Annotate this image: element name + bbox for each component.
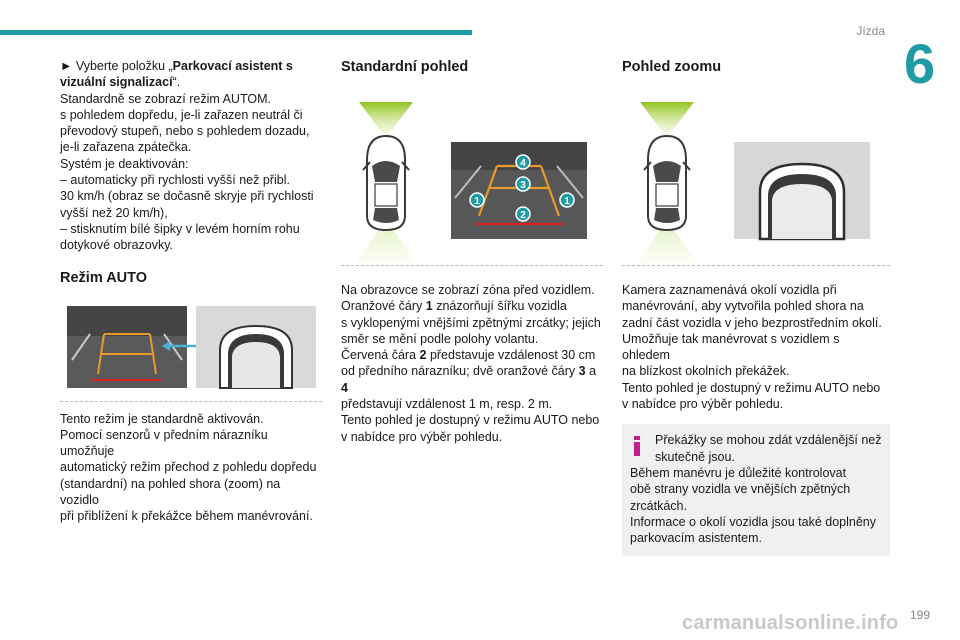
svg-text:1: 1 — [564, 196, 570, 207]
info-note-box: Překážky se mohou zdát vzdálenější než s… — [622, 424, 890, 557]
figure-standard-view: 4 3 1 1 2 — [341, 80, 603, 266]
column-right: Pohled zoomu — [622, 58, 890, 557]
page-number: 199 — [909, 608, 930, 622]
chapter-number: 6 — [904, 32, 936, 95]
marker-1-left-icon: 1 — [469, 192, 485, 208]
car-top-view-icon — [643, 134, 691, 232]
svg-text:4: 4 — [520, 158, 526, 169]
zoom-view-body: Kamera zaznamenává okolí vozidla při man… — [622, 283, 882, 412]
heading-zoom-view: Pohled zoomu — [622, 59, 722, 75]
heading-auto-mode: Režim AUTO — [60, 269, 148, 286]
car-top-view-icon — [362, 134, 410, 232]
header-accent-bar — [0, 30, 472, 35]
info-note-rest: Během manévru je důležité kontrolovat ob… — [630, 465, 876, 546]
heading-standard-view: Standardní pohled — [341, 59, 469, 75]
instruction-paragraph: ► Vyberte položku „Parkovací asistent s … — [60, 59, 293, 90]
auto-mode-illustration — [67, 305, 316, 389]
figure-zoom-view — [622, 80, 890, 266]
marker-1-right-icon: 1 — [559, 192, 575, 208]
menu-item-name: Parkovací asistent s vizuální signalizac… — [60, 59, 293, 90]
info-icon — [634, 436, 640, 457]
figure-divider — [60, 400, 322, 402]
standard-view-body: Na obrazovce se zobrazí zóna před vozidl… — [341, 283, 601, 444]
marker-4-icon: 4 — [515, 154, 531, 170]
section-title: Jízda — [856, 24, 885, 38]
marker-2-icon: 2 — [515, 206, 531, 222]
auto-mode-body: Tento režim je standardně aktivován. Pom… — [60, 411, 317, 524]
standard-view-illustration: 4 3 1 1 2 — [355, 102, 587, 264]
column-middle: Standardní pohled — [341, 58, 603, 445]
figure-divider — [341, 265, 603, 266]
column-left: ► Vyberte položku „Parkovací asistent s … — [60, 58, 322, 525]
watermark: carmanualsonline.info — [682, 612, 899, 634]
svg-text:2: 2 — [520, 210, 526, 221]
description-lines: Standardně se zobrazí režim AUTOM. s poh… — [60, 91, 314, 253]
info-note-lead: Překážky se mohou zdát vzdálenější než s… — [655, 433, 882, 464]
svg-text:1: 1 — [474, 196, 480, 207]
zoom-view-illustration — [636, 102, 870, 264]
figure-auto-mode — [60, 300, 322, 402]
marker-3-icon: 3 — [515, 176, 531, 192]
svg-text:3: 3 — [520, 180, 526, 191]
figure-divider — [622, 265, 890, 266]
